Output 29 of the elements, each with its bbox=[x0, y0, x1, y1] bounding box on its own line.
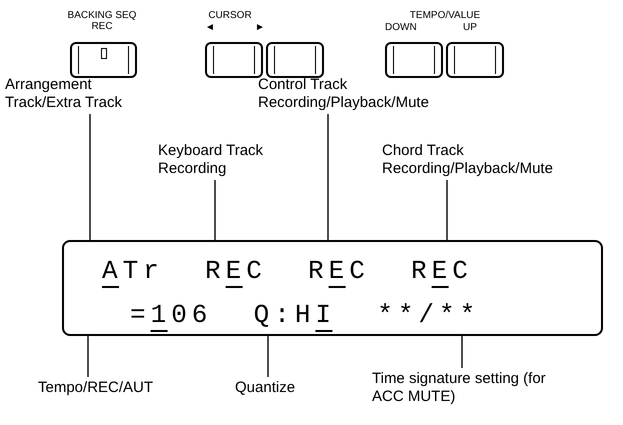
panel-label: CURSOR bbox=[207, 10, 253, 21]
callout-text: Quantize bbox=[235, 379, 296, 397]
panel-button bbox=[205, 42, 263, 78]
panel-button bbox=[70, 42, 137, 78]
callout-text: Chord Track Recording/Playback/Mute bbox=[382, 142, 592, 178]
leader-line bbox=[87, 336, 89, 377]
button-label: DOWN bbox=[385, 22, 415, 33]
leader-line bbox=[327, 114, 329, 240]
callout-text: Control Track Recording/Playback/Mute bbox=[258, 76, 458, 112]
button-label: BACKING SEQ REC bbox=[66, 10, 138, 32]
button-label: ► bbox=[254, 22, 266, 33]
lcd-screen bbox=[62, 240, 603, 336]
callout-text: Arrangement Track/Extra Track bbox=[5, 76, 125, 112]
callout-text: Tempo/REC/AUT bbox=[38, 379, 154, 397]
leader-line bbox=[267, 336, 269, 377]
button-label: ◄ bbox=[204, 22, 216, 33]
leader-line bbox=[214, 180, 216, 240]
panel-label: TEMPO/VALUE bbox=[408, 10, 482, 21]
panel-button bbox=[385, 42, 443, 78]
panel-button bbox=[266, 42, 324, 78]
leader-line bbox=[89, 114, 91, 240]
leader-line bbox=[446, 180, 448, 240]
button-label: UP bbox=[462, 22, 478, 33]
panel-button bbox=[446, 42, 504, 78]
leader-line bbox=[461, 336, 463, 368]
callout-text: Keyboard Track Recording bbox=[158, 142, 308, 178]
lcd-text: =106 Q:HI **/** bbox=[130, 300, 480, 330]
callout-text: Time signature setting (for ACC MUTE) bbox=[372, 370, 572, 406]
lcd-text: ATr REC REC REC bbox=[102, 256, 473, 286]
